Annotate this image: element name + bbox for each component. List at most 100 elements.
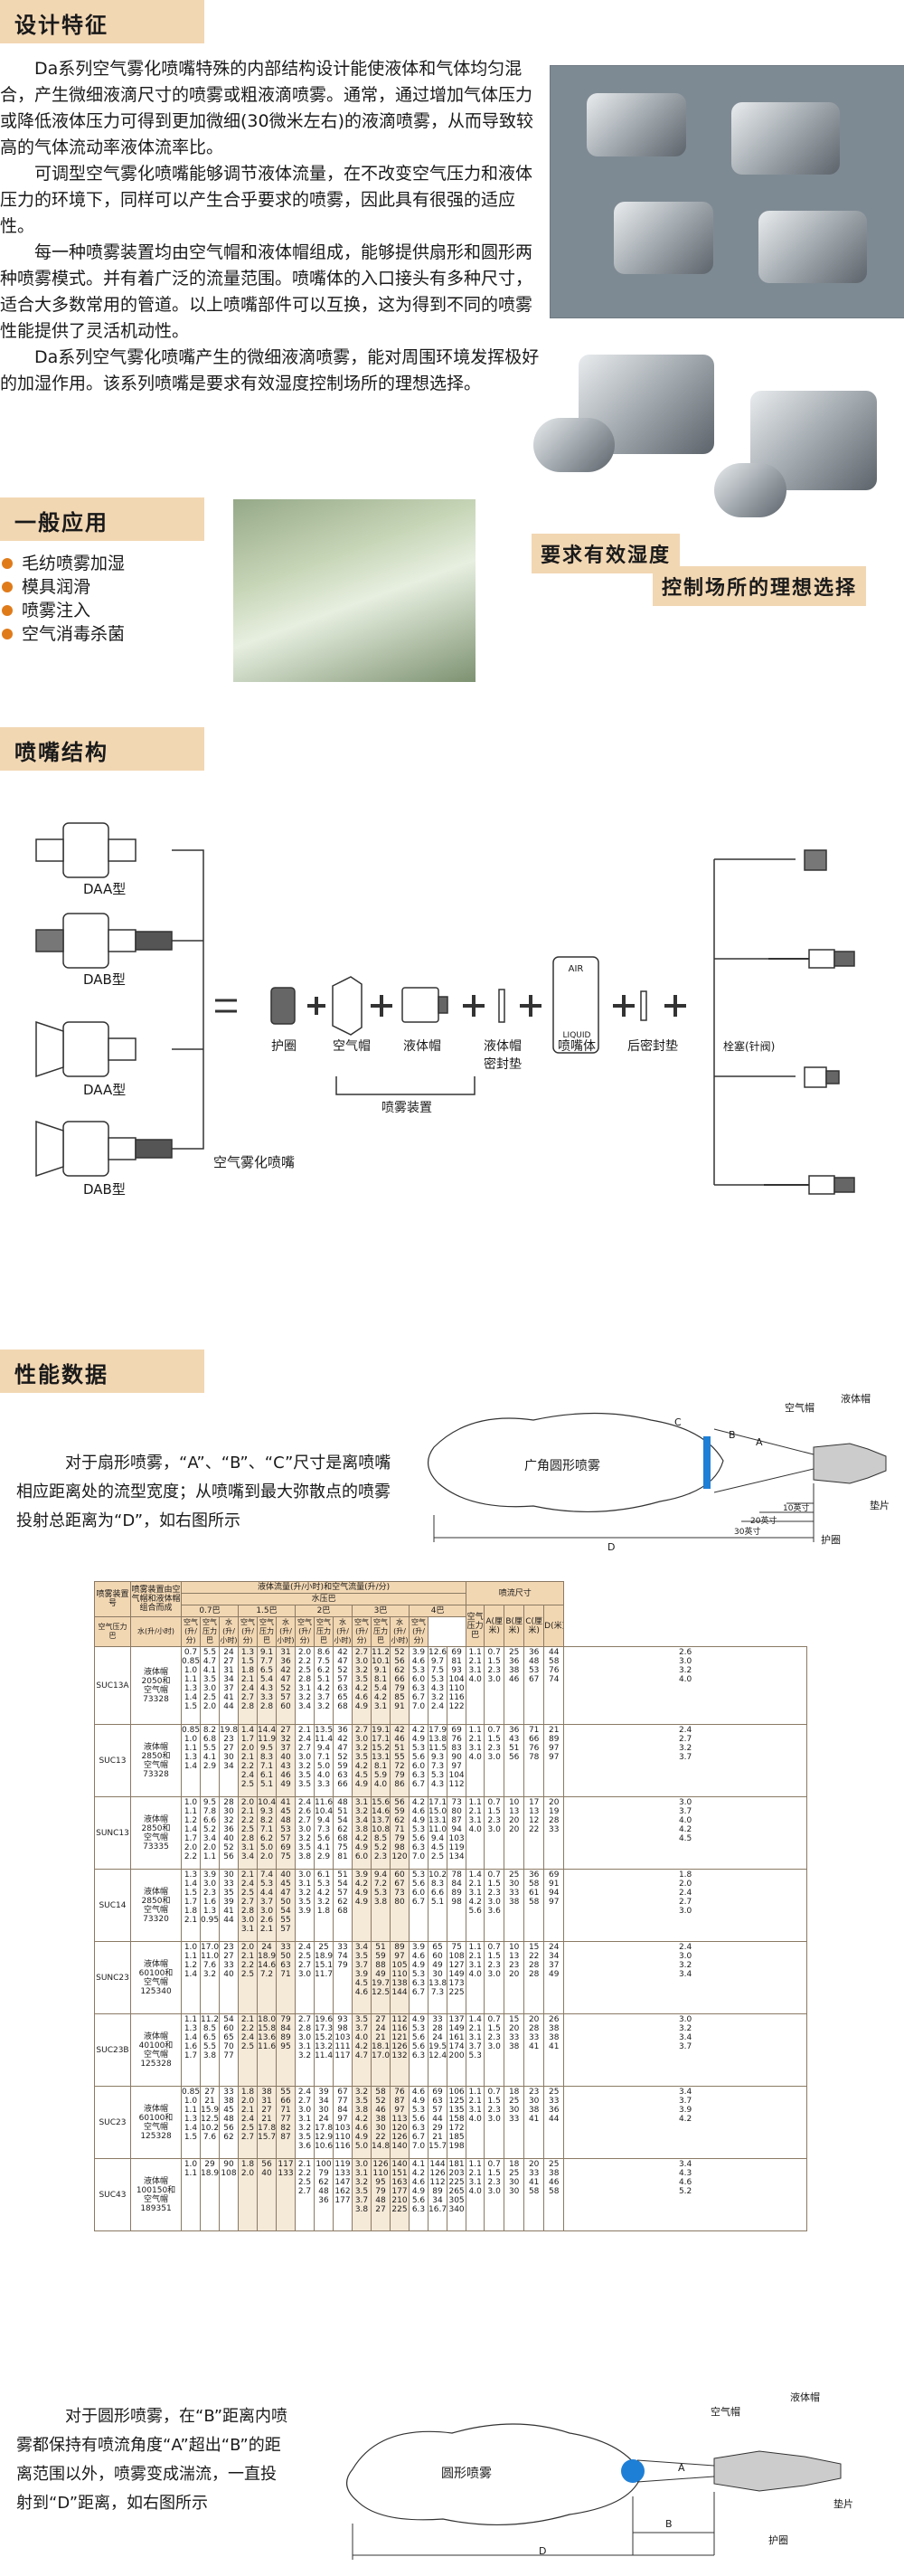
- th-sub: 空气(升/分): [409, 1616, 428, 1647]
- cell-value: 17 13 12 22: [523, 1796, 545, 1870]
- cell-value: 90 108: [219, 2158, 239, 2231]
- cell-value: 55 66 71 77 82 87: [276, 2086, 296, 2159]
- cell-value: 23 27 33 40: [219, 1941, 239, 2014]
- cell-value: 140 151 163 177 210 225: [390, 2158, 410, 2231]
- fan-spray-text: 对于扇形喷雾，“A”、“B”、“C”尺寸是离喷嘴相应距离处的流型宽度；从喷嘴到最…: [16, 1454, 391, 1530]
- cell-value: 3.9 3.0 2.3 1.6 1.3 0.95: [200, 1869, 220, 1942]
- cell-value: 15 20 33 38: [504, 2013, 525, 2087]
- th-water: 水压巴: [180, 1593, 467, 1605]
- cell-value: 75 108 127 149 173 225: [446, 1941, 467, 2014]
- cell-value: 19.8 23 27 30 34: [219, 1724, 239, 1797]
- th-combo: 喷雾装置由空气帽和液体帽组合而成: [130, 1581, 182, 1617]
- fan-label-b: B: [729, 1429, 736, 1441]
- cell-value: 3.1 3.2 3.4 3.8 4.2 4.9 6.0: [352, 1796, 372, 1870]
- cell-value: 2.0 2.1 2.2 2.5 2.8 3.1 3.4: [238, 1796, 258, 1870]
- cell-value: 69 63 57 44 29 21 15.7: [428, 2086, 447, 2159]
- fan-label-gasket: 垫片: [870, 1500, 890, 1511]
- cell-value: 1.3 1.4 1.5 1.7 1.8 2.1: [181, 1869, 201, 1942]
- part-label: 液体帽 密封垫: [484, 1039, 522, 1072]
- cell-value: 10.4 9.3 8.2 7.1 6.2 5.0 2.0: [257, 1796, 277, 1870]
- cell-value: 51 59 88 49 19.7 12.5: [371, 1941, 391, 2014]
- part-label: 喷嘴体: [558, 1039, 596, 1054]
- cell-value: 29 18.9: [200, 2158, 220, 2231]
- cell-value: 106 125 135 158 172 185 198: [446, 2086, 467, 2159]
- type-label: DAA型: [83, 1082, 127, 1098]
- cell-value: 3.0 3.2 3.4 3.7: [563, 2013, 807, 2087]
- list-item: 喷雾注入: [0, 599, 125, 622]
- fan-spray-mark: [703, 1436, 711, 1489]
- fan-label-liquid-cap: 液体帽: [841, 1393, 871, 1405]
- cell-value: 36 48 53 67: [523, 1646, 545, 1725]
- cell-value: 89 97 105 110 138 144: [390, 1941, 410, 2014]
- cell-value: 26 38 38 41: [543, 2013, 565, 2087]
- cell-value: 1.1 2.1 3.1 4.0: [466, 1646, 485, 1725]
- cell-value: 0.7 1.5 2.3 3.0 3.6: [484, 1869, 505, 1942]
- cell-value: 19.1 17.1 15.2 13.1 8.1 5.9 4.0: [371, 1724, 391, 1797]
- cell-value: 25 30 33 38: [504, 1869, 525, 1942]
- cell-value: 21 89 97 97: [543, 1724, 565, 1797]
- cell-value: 1.0 1.1 1.2 1.4 1.7 2.0 2.2: [181, 1796, 201, 1870]
- cell-value: 1.1 1.3 1.4 1.6 1.7: [181, 2013, 201, 2087]
- cell-value: 1.0 1.1: [181, 2158, 201, 2231]
- cell-value: 10 13 20 20: [504, 1796, 525, 1870]
- th-sub: 空气(升/分): [295, 1616, 315, 1647]
- cell-value: 1.0 1.1 1.2 1.4: [181, 1941, 201, 2014]
- th-size-sub: B(厘米): [504, 1605, 525, 1647]
- cell-value: 0.85 1.0 1.1 1.3 1.4 1.5: [181, 2086, 201, 2159]
- slogan-line-1: 要求有效湿度: [532, 534, 681, 573]
- th-pressure: 3巴: [352, 1605, 410, 1617]
- design-paragraph-4: Da系列空气雾化喷嘴产生的微细液滴喷雾，能对周围环境发挥极好的加湿作用。该系列喷…: [0, 347, 540, 393]
- design-paragraph-1: Da系列空气雾化喷嘴特殊的内部结构设计能使液体和气体均匀混合，产生微细液滴尺寸的…: [0, 59, 534, 157]
- cell-value: 24 27 31 34 37 41 44: [219, 1646, 239, 1725]
- part-air-cap: [332, 976, 363, 1036]
- cell-value: 3.0 3.1 3.2 3.5 3.9: [295, 1869, 315, 1942]
- th-sub: 空气(升/分): [181, 1616, 201, 1647]
- design-paragraph-3: 每一种喷雾装置均由空气帽和液体帽组成，能够提供扇形和圆形两种喷雾模式。并有着广泛…: [0, 242, 533, 341]
- th-model: 喷雾装置号: [94, 1581, 131, 1617]
- th-pressure: 2巴: [295, 1605, 353, 1617]
- structure-diagram: [35, 822, 855, 1195]
- th-sub: 空气(升/分): [238, 1616, 258, 1647]
- cell-value: 2.4 2.7 3.2 3.7: [563, 1724, 807, 1797]
- cell-value: 1.8 2.0 2.1 2.4 2.5 2.7: [238, 2086, 258, 2159]
- cell-value: 2.0 2.1 2.2 2.5: [238, 1941, 258, 2014]
- cell-model: SUC43: [94, 2158, 131, 2231]
- th-size-sub: C(厘米): [523, 1605, 545, 1647]
- cell-value: 1.1 2.1 3.1 4.0: [466, 1941, 485, 2014]
- th-sub: 空气压力巴: [371, 1616, 391, 1647]
- cell-value: 1.1 2.1 3.1 4.0: [466, 1724, 485, 1797]
- part-body: [552, 956, 599, 1054]
- structure-caption: 空气雾化喷嘴: [213, 1154, 296, 1170]
- plug-3: [804, 1066, 840, 1088]
- th-sub: 水(升/小时): [276, 1616, 296, 1647]
- cell-value: 1.3 1.5 1.8 2.1 2.4 2.7 2.8: [238, 1646, 258, 1725]
- cell-value: 11.2 8.5 6.5 5.5 3.8: [200, 2013, 220, 2087]
- fan-label-air-cap: 空气帽: [785, 1402, 815, 1414]
- cell-value: 0.85 1.0 1.1 1.3 1.4: [181, 1724, 201, 1797]
- cell-value: 1.8 2.0: [238, 2158, 258, 2231]
- fan-label-c: C: [674, 1416, 682, 1428]
- cell-value: 24 18.9 14.6 7.2: [257, 1941, 277, 2014]
- cell-value: 20 19 28 33: [543, 1796, 565, 1870]
- part-retainer: [270, 987, 296, 1025]
- cell-value: 3.2 3.5 3.8 4.2 4.6 4.9 5.0: [352, 2086, 372, 2159]
- design-paragraph-2: 可调型空气雾化喷嘴能够调节液体流量，在不改变空气压力和液体压力的环境下，同样可以…: [0, 164, 533, 236]
- cell-value: 78 84 89 98: [446, 1869, 467, 1942]
- nozzle-photo-bottom: [533, 327, 904, 541]
- cell-value: 73 80 87 94 103 119 134: [446, 1796, 467, 1870]
- cell-value: 69 81 93 104 110 116 122: [446, 1646, 467, 1725]
- cell-value: 65 60 49 30 13.8 7.3: [428, 1941, 447, 2014]
- cell-value: 24 34 37 49: [543, 1941, 565, 2014]
- cell-value: 30 33 35 39 41 44: [219, 1869, 239, 1942]
- cell-value: 7.4 5.3 4.4 3.7 3.0 2.6 2.1: [257, 1869, 277, 1942]
- cell-model: SUC23: [94, 2086, 131, 2159]
- cell-value: 137 149 161 174 200: [446, 2013, 467, 2087]
- cell-value: 36 42 47 52 59 63 66: [333, 1724, 353, 1797]
- section-bar-design: 设计特征: [0, 0, 204, 43]
- cell-value: 27 21 15.9 12.5 10.2 7.6: [200, 2086, 220, 2159]
- cell-model: SUC14: [94, 1869, 131, 1942]
